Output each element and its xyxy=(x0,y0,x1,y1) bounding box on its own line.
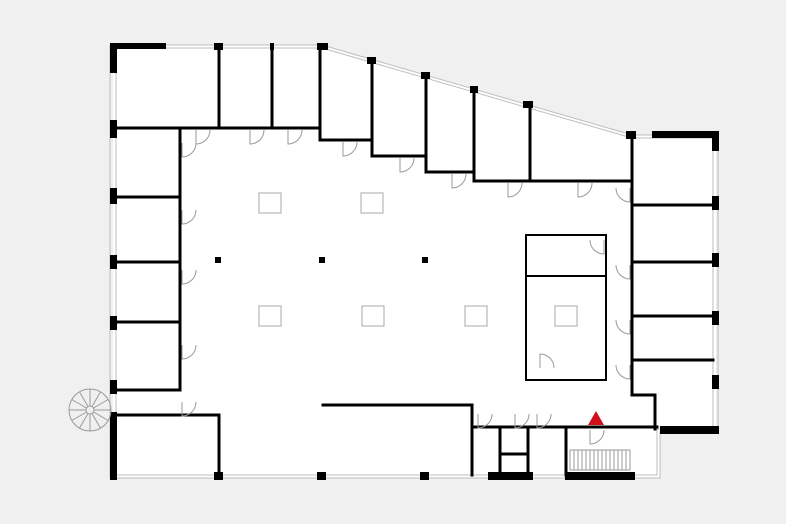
door-swing xyxy=(342,141,358,157)
door-swing xyxy=(615,187,631,203)
floor-area xyxy=(113,45,716,478)
door-swing xyxy=(514,413,530,429)
door-swing xyxy=(181,142,197,158)
spiral-tread xyxy=(71,399,87,409)
door-swings xyxy=(181,129,631,445)
spiral-staircase xyxy=(68,388,112,432)
door-swing xyxy=(615,319,631,335)
door-swing xyxy=(181,209,197,225)
spiral-tread xyxy=(93,399,109,409)
spiral-tread xyxy=(91,391,101,407)
spiral-tread xyxy=(79,413,89,429)
door-swing xyxy=(451,173,467,189)
door-swing xyxy=(287,129,303,145)
door-swing xyxy=(477,413,493,429)
door-swing xyxy=(399,157,415,173)
door-swing xyxy=(539,353,555,369)
door-swing xyxy=(249,129,265,145)
door-swing xyxy=(589,239,605,255)
door-swing xyxy=(615,264,631,280)
spiral-tread xyxy=(71,411,87,421)
door-swing xyxy=(181,269,197,285)
location-marker-icon[interactable] xyxy=(588,411,604,425)
interior-walls xyxy=(115,46,715,477)
spiral-tread xyxy=(79,391,89,407)
door-swing xyxy=(615,364,631,380)
spiral-tread xyxy=(91,413,101,429)
door-swing xyxy=(536,413,552,429)
door-swing xyxy=(577,182,593,198)
door-swing xyxy=(181,344,197,360)
stairs xyxy=(569,449,631,471)
door-swing xyxy=(589,429,605,445)
door-swing xyxy=(507,182,523,198)
spiral-tread xyxy=(93,411,109,421)
skylights xyxy=(258,192,578,327)
door-swing xyxy=(181,401,197,417)
columns xyxy=(215,257,428,263)
